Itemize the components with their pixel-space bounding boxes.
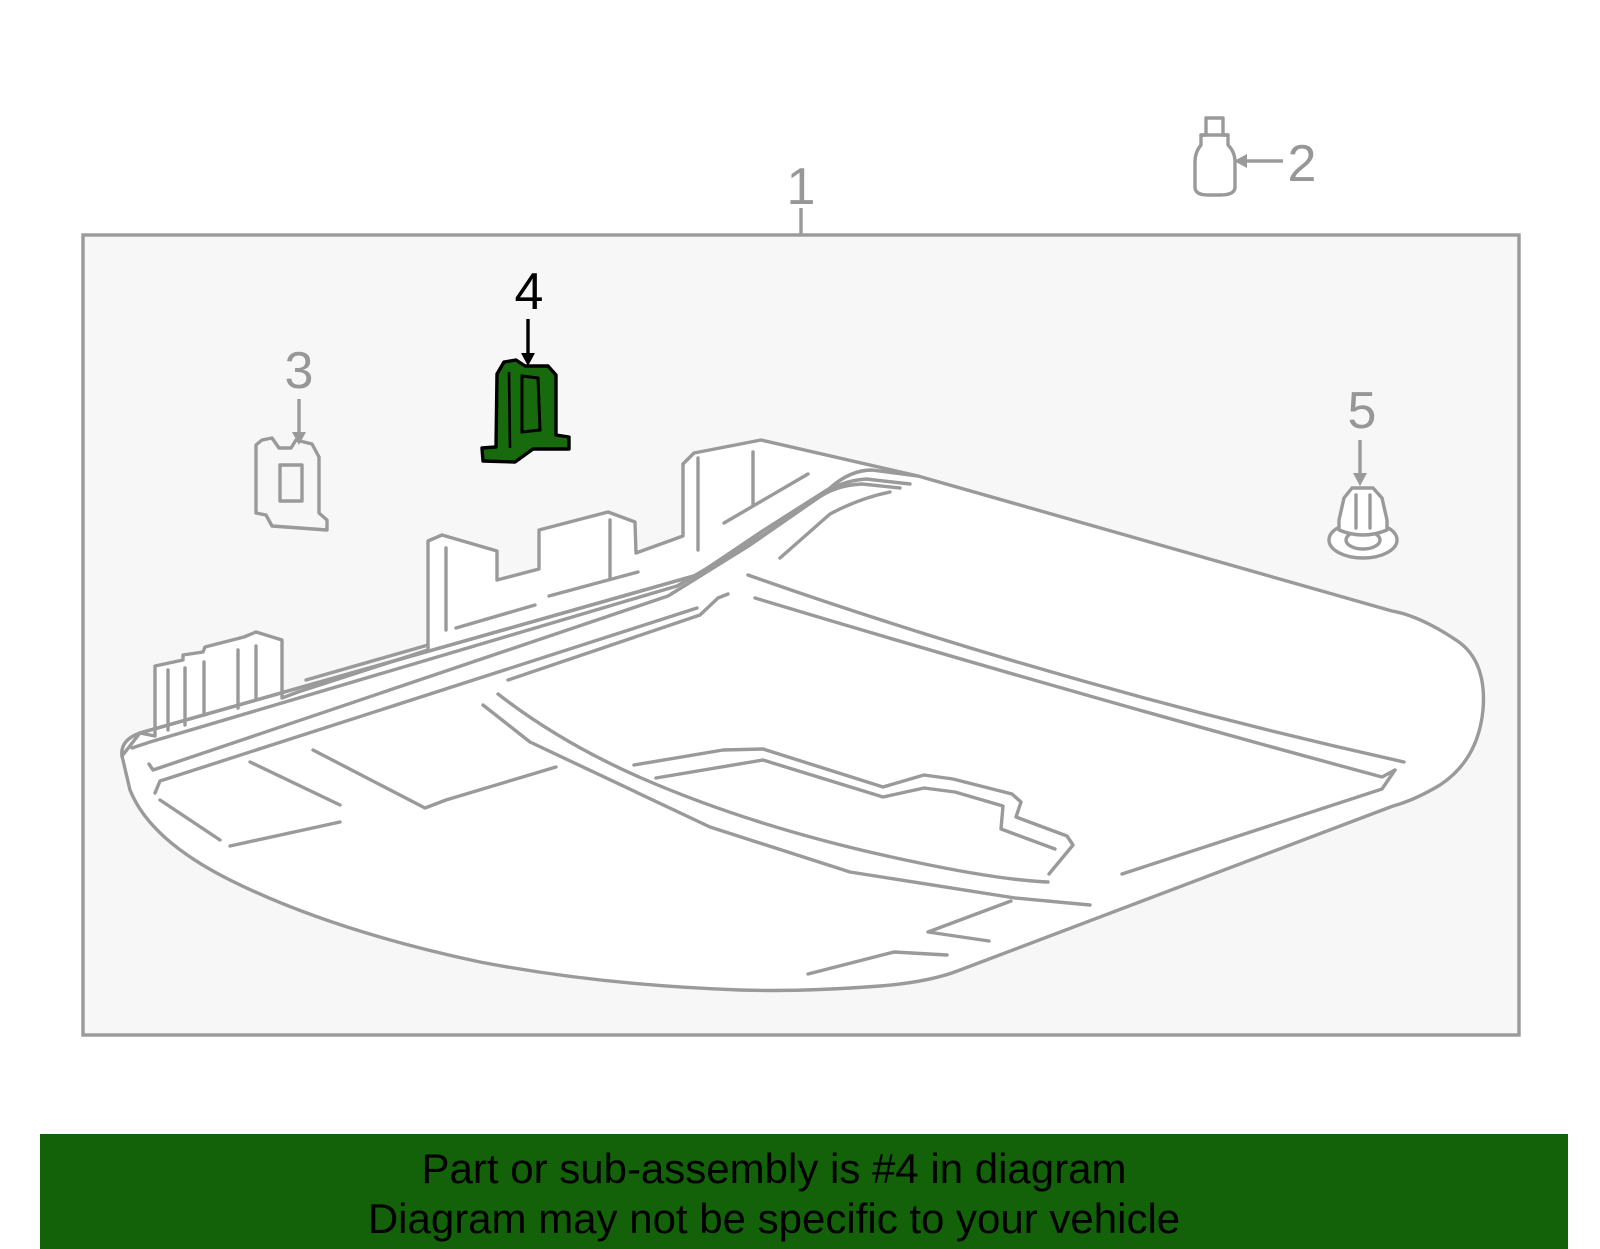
footer-line-1: Part or sub-assembly is #4 in diagram: [421, 1145, 1127, 1192]
callout-3[interactable]: 3: [285, 342, 314, 400]
part-2-bulb[interactable]: [1193, 116, 1237, 197]
callout-2-arrow: [1234, 154, 1283, 168]
part-1-console-housing[interactable]: [120, 438, 1486, 993]
part-3-clip[interactable]: [254, 436, 329, 532]
callout-4-arrow: [521, 319, 535, 366]
part-4-bracket[interactable]: [480, 358, 571, 464]
part-5-retainer[interactable]: [1327, 486, 1399, 560]
callout-3-arrow: [292, 399, 306, 445]
callout-4[interactable]: 4: [515, 263, 544, 321]
footer-banner: Part or sub-assembly is #4 in diagram Di…: [40, 1134, 1568, 1249]
callout-2[interactable]: 2: [1288, 135, 1317, 193]
callout-5-arrow: [1353, 440, 1367, 486]
callout-1[interactable]: 1: [787, 158, 816, 216]
footer-line-2: Diagram may not be specific to your vehi…: [367, 1195, 1181, 1242]
callout-5[interactable]: 5: [1348, 382, 1377, 440]
